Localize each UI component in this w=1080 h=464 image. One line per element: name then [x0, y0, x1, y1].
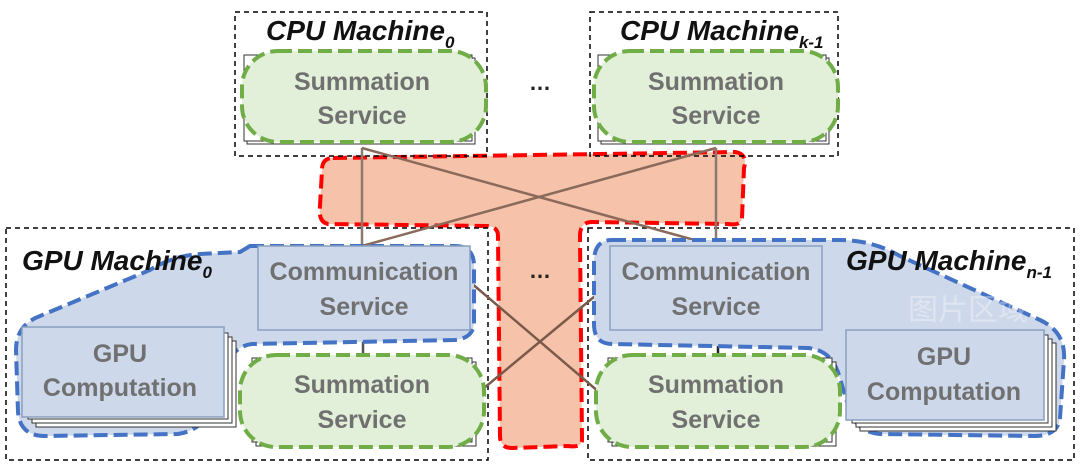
gpu-machine-n-1: Communication Service GPU Computation Su… — [592, 238, 1067, 449]
gpu-0-computation-label-1: GPU — [93, 340, 147, 368]
gpu-0-communication-service — [257, 245, 471, 331]
cpu-machine-k-1-title: CPU Machinek-1 — [620, 15, 824, 52]
gpu-0-summation-label-2: Service — [318, 406, 407, 434]
gpu-n-1-computation-label-2: Computation — [867, 378, 1021, 406]
cpu-ellipsis: … — [529, 70, 551, 95]
gpu-0-computation-label-2: Computation — [43, 374, 197, 402]
gpu-0-computation — [21, 326, 225, 418]
gpu-n-1-summation-service — [594, 353, 842, 449]
cpu-k-1-summation-service — [592, 49, 840, 144]
cpu-0-summation-service — [240, 49, 488, 144]
gpu-n-1-summation-label-1: Summation — [648, 371, 784, 399]
gpu-0-summation-label-1: Summation — [294, 371, 430, 399]
gpu-machine-n-1-boundary — [587, 227, 1075, 461]
cpu-0-summation-label-1: Summation — [294, 68, 430, 96]
gpu-0-communication-label-1: Communication — [270, 258, 459, 286]
gpu-0-communication-label-2: Service — [320, 293, 409, 321]
cpu-k-1-summation-label-2: Service — [672, 102, 761, 130]
link-comm0-sumn — [469, 281, 607, 399]
gpu-machine-n-1-title: GPU Machinen-1 — [846, 245, 1052, 282]
gpu-n-1-summation-label-2: Service — [672, 406, 761, 434]
gpu-machine-0-boundary — [5, 227, 489, 461]
cpu-machine-0: CPU Machine0 Summation Service — [240, 15, 488, 145]
gpu-ellipsis: … — [529, 258, 551, 283]
connection-lines — [360, 146, 718, 399]
gpu-n-1-computation — [845, 329, 1045, 421]
gpu-machine-0-title: GPU Machine0 — [22, 245, 212, 282]
gpu-machine-0: Communication Service GPU Computation Su… — [13, 244, 486, 449]
watermark: 图片区域 — [908, 294, 1028, 327]
gpu-n-1-communication-label-2: Service — [672, 293, 761, 321]
network-region — [317, 149, 747, 451]
cpu-machine-k-1: CPU Machinek-1 Summation Service — [592, 15, 840, 145]
gpu-n-1-communication-label-1: Communication — [622, 258, 811, 286]
gpu-n-1-computation-label-1: GPU — [917, 343, 971, 371]
cpu-k-1-summation-label-1: Summation — [648, 68, 784, 96]
cpu-machine-0-title: CPU Machine0 — [266, 15, 455, 52]
link-cpuk-comm0 — [361, 146, 717, 248]
link-commn-sum0 — [471, 281, 613, 399]
gpu-n-1-communication-service — [609, 245, 823, 331]
cpu-0-summation-label-2: Service — [318, 102, 407, 130]
gpu-0-summation-service — [238, 353, 486, 449]
